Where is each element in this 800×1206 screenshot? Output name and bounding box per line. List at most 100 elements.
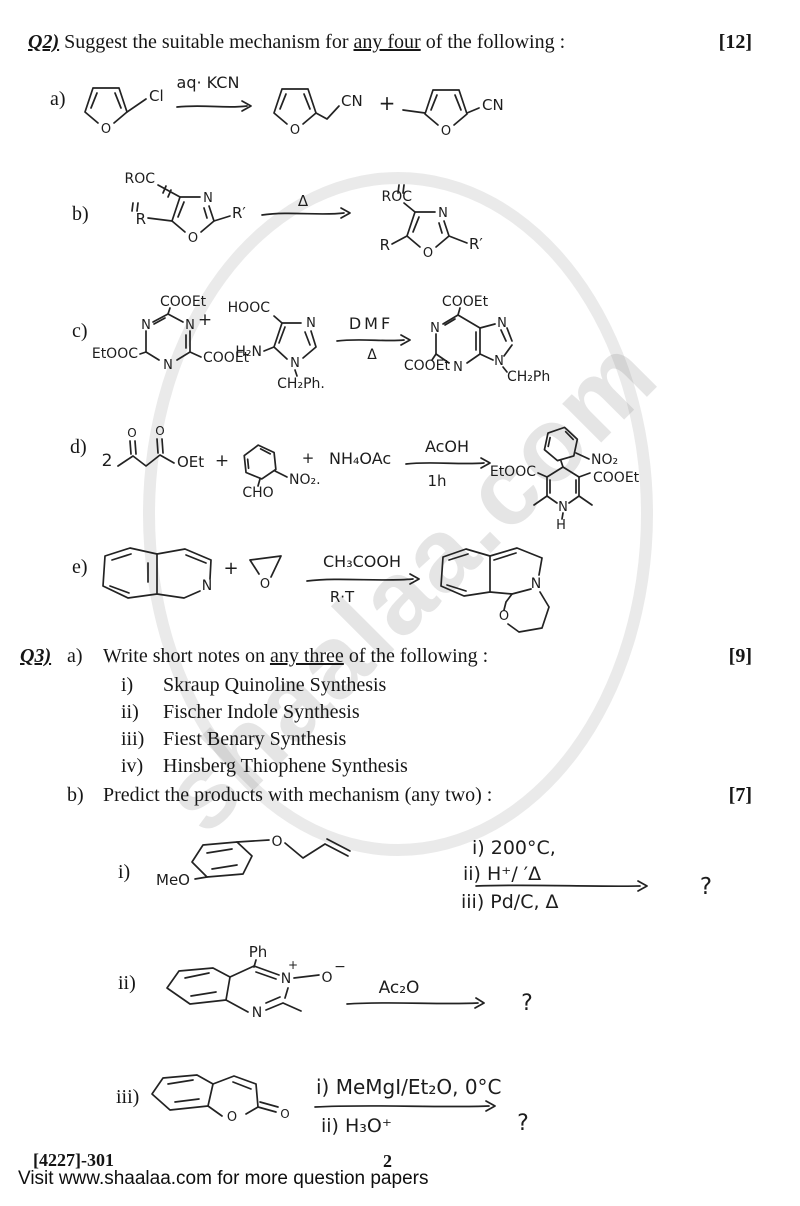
acoh-label: AcOH — [425, 437, 469, 456]
carbonyl-oxygen-label: O — [155, 424, 164, 438]
q3-number: Q3) — [20, 645, 52, 667]
cooet-top-label: COOEt — [160, 294, 207, 310]
cooet-top-label: COOEt — [442, 294, 489, 310]
roc-label: ROC — [381, 189, 412, 205]
q3-a-pre: Write short notes on — [103, 645, 270, 667]
ring-nitrogen-label: N — [163, 358, 173, 373]
ring-nitrogen-label: N — [202, 578, 212, 594]
rt-label: R·T — [330, 588, 355, 606]
scheme-c: N N N COOEt EtOOC COOEt + N N HOOC H₂N C… — [92, 294, 550, 392]
cooet-br-label: COOEt — [203, 350, 250, 366]
nitrobenzaldehyde-structure — [243, 444, 277, 480]
scheme-d: 2 O O OEt + CHO NO₂. + NH₄OAc AcOH 1h NO… — [102, 424, 640, 533]
ring-oxygen-label: O — [499, 609, 509, 624]
aminoimidazole-structure: N N HOOC H₂N CH₂Ph. — [228, 300, 325, 392]
condition-3: iii) Pd/C, Δ — [461, 891, 559, 913]
scheme-b-iii: O O i) MeMgI/Et₂O, 0°C ii) H₃O⁺ ? — [151, 1074, 529, 1137]
scheme-e: N + O CH₃COOH R·T N O — [102, 547, 550, 633]
reaction-arrow-e: CH₃COOH R·T — [306, 552, 420, 606]
item-label-a: a) — [50, 88, 66, 110]
scheme-b-ii: Ph N + N O − Ac₂O ? — [166, 943, 533, 1021]
nh-hydrogen-label: H — [556, 518, 566, 533]
ring-nitrogen-label: N — [141, 318, 151, 333]
note-num-2: ii) — [121, 701, 139, 723]
item-label-b-ii: ii) — [118, 972, 136, 994]
condition-1: i) 200°C, — [472, 837, 556, 859]
item-label-b: b) — [72, 203, 89, 225]
ring-oxygen-label: O — [227, 1110, 237, 1125]
roc-label: ROC — [124, 171, 155, 187]
note-text-4: Hinsberg Thiophene Synthesis — [163, 755, 408, 777]
etooc-label: EtOOC — [92, 346, 138, 362]
q3-a-underlined: any three — [269, 645, 344, 667]
oxirane-structure: O — [249, 555, 282, 592]
item-label-b-iii: iii) — [116, 1086, 140, 1108]
reaction-arrow-c: DMF Δ — [336, 314, 411, 363]
furan-oxygen-label: O — [101, 122, 111, 137]
ring-nitrogen-label: N — [494, 354, 504, 369]
item-label-e: e) — [72, 556, 88, 578]
q2-prompt-pre: Suggest the suitable mechanism for — [64, 31, 354, 53]
reaction-arrow-b-ii: Ac₂O — [346, 978, 485, 1009]
q2-prompt-post: of the following : — [420, 31, 566, 53]
scheme-a: O Cl aq· KCN O CN + O CN — [84, 73, 504, 139]
reagent-label-a: aq· KCN — [177, 73, 240, 92]
ring-nitrogen-label: N — [497, 316, 507, 331]
ring-oxygen-label: O — [260, 577, 270, 592]
note-num-1: i) — [121, 674, 134, 696]
reaction-arrow-b: Δ — [261, 192, 351, 219]
dihydropyridine-product-structure: NO₂ N H EtOOC COOEt — [490, 426, 640, 533]
reaction-arrow-a: aq· KCN — [176, 73, 252, 112]
note-text-3: Fiest Benary Synthesis — [163, 728, 347, 750]
r-prime-label: R′ — [232, 204, 246, 222]
condition-2: ii) H₃O⁺ — [321, 1115, 392, 1137]
methylfuran-nitrile-structure: O CN — [402, 89, 504, 139]
q3-b-marks: [7] — [728, 784, 752, 806]
chloride-label: Cl — [149, 87, 164, 105]
q2-marks: [12] — [718, 31, 752, 53]
purine-product-structure: N N COOEt COOEt N N CH₂Ph — [404, 294, 550, 385]
quinazoline-oxide-structure: Ph N + N O − — [166, 943, 346, 1021]
carbonyl-oxygen-label: O — [280, 1107, 289, 1121]
nitrile-label: CN — [341, 92, 363, 110]
plus-sign: + — [302, 449, 315, 467]
item-label-d: d) — [70, 436, 87, 458]
ring-oxygen-label: O — [423, 246, 433, 261]
ring-nitrogen-label: N — [290, 356, 300, 371]
reaction-arrow-d: AcOH 1h — [405, 437, 491, 490]
ring-nitrogen-label: N — [453, 360, 463, 375]
carbonyl-oxygen-label: O — [127, 426, 136, 440]
ring-nitrogen-label: N — [185, 318, 195, 333]
ether-oxygen-label: O — [271, 834, 282, 850]
ring-nitrogen-label: N — [203, 191, 213, 206]
scheme-b: N O ROC R R′ Δ N O ROC R R′ — [124, 171, 483, 261]
ring-nitrogen-label: N — [558, 500, 568, 515]
oxazole-reactant: N O ROC R R′ — [124, 171, 246, 246]
reaction-arrow-b-iii: i) MeMgI/Et₂O, 0°C ii) H₃O⁺ — [314, 1075, 502, 1137]
nitrile-label: CN — [482, 96, 504, 114]
cooet-bl-label: COOEt — [404, 358, 451, 374]
plus-sign: + — [215, 451, 229, 471]
q2-prompt-underlined: any four — [353, 31, 421, 53]
r-label: R — [380, 236, 390, 254]
hooc-label: HOOC — [228, 300, 271, 316]
oxazole-product: N O ROC R R′ — [380, 184, 483, 261]
item-label-b-i: i) — [118, 861, 131, 883]
question-mark: ? — [521, 991, 533, 1016]
footer-visit-link[interactable]: Visit www.shaalaa.com for more question … — [18, 1168, 429, 1189]
plus-sign: + — [379, 91, 396, 115]
delta-label: Δ — [298, 192, 309, 210]
reaction-arrow-b-i: i) 200°C, ii) H⁺/ ′Δ iii) Pd/C, Δ — [461, 837, 648, 913]
scheme-b-i: MeO O i) 200°C, ii) H⁺/ ′Δ iii) Pd/C, Δ … — [156, 834, 712, 913]
q2-heading: Q2) Suggest the suitable mechanism for a… — [28, 31, 565, 54]
no2-label: NO₂ — [591, 452, 618, 468]
oxide-oxygen-label: O — [321, 970, 332, 986]
benzyl-label: CH₂Ph — [507, 369, 550, 385]
n-oxide-nitrogen-label: N — [281, 971, 291, 987]
plus-sign: + — [198, 310, 212, 330]
question-mark: ? — [517, 1111, 529, 1136]
ring-nitrogen-label: N — [438, 206, 448, 221]
q3-b-text: Predict the products with mechanism (any… — [103, 784, 493, 806]
dmf-label: DMF — [349, 314, 393, 333]
